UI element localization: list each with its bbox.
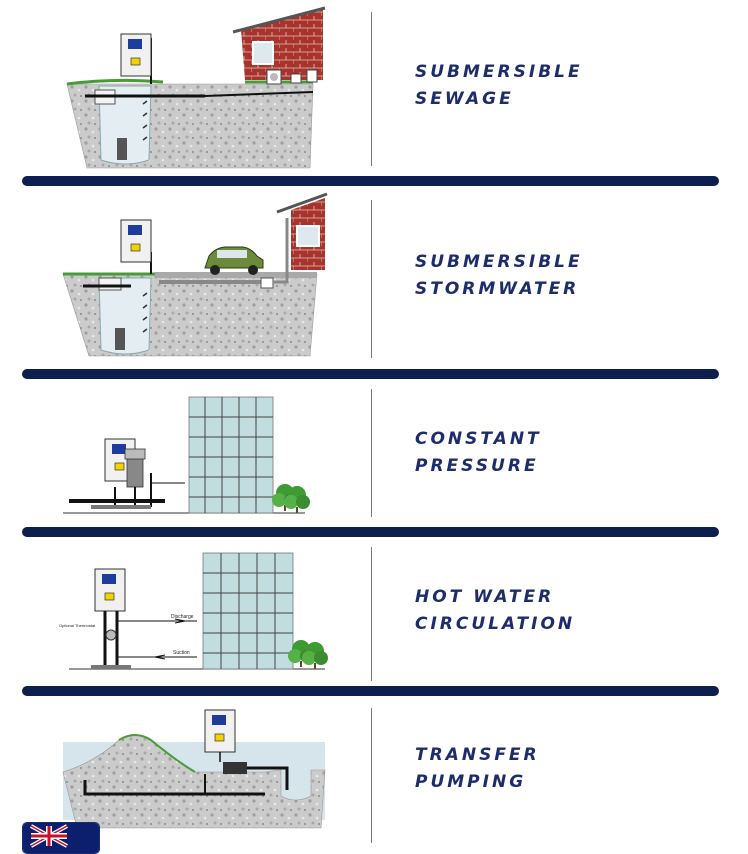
application-row-transfer: TRANSFER PUMPING [0, 700, 748, 843]
application-title: CONSTANT PRESSURE [415, 426, 542, 480]
application-title-line2: CIRCULATION [415, 614, 576, 634]
row-divider-line [371, 547, 372, 681]
application-title-line2: STORMWATER [415, 279, 580, 299]
application-title: TRANSFER PUMPING [415, 742, 540, 796]
application-title-line1: HOT WATER [415, 587, 555, 607]
application-row-sewage: SUBMERSIBLE SEWAGE [0, 0, 748, 175]
application-title: HOT WATER CIRCULATION [415, 584, 575, 638]
sewage-pit-diagram [66, 6, 326, 169]
application-title-line2: SEWAGE [415, 89, 514, 109]
row-divider-line [371, 12, 372, 166]
australian-flag-icon [23, 823, 99, 853]
row-divider-line [371, 389, 372, 517]
application-title-line1: SUBMERSIBLE [415, 62, 583, 82]
application-title-line2: PUMPING [415, 772, 527, 792]
stormwater-pit-diagram [62, 192, 328, 357]
application-row-stormwater: SUBMERSIBLE STORMWATER [0, 190, 748, 365]
section-divider-bar [22, 176, 719, 186]
application-title-line1: TRANSFER [415, 745, 540, 765]
row-divider-line [371, 708, 372, 843]
section-divider-bar [22, 527, 719, 537]
row-divider-line [371, 200, 372, 358]
transfer-pumping-diagram [62, 709, 326, 829]
application-row-hot-water: Discharge Suction Optional Thermostat HO… [0, 541, 748, 686]
application-title-line1: SUBMERSIBLE [415, 252, 583, 272]
application-title-line2: PRESSURE [415, 456, 539, 476]
application-row-constant-pressure: CONSTANT PRESSURE [0, 383, 748, 523]
application-title: SUBMERSIBLE SEWAGE [415, 59, 583, 113]
thermostat-label: Optional Thermostat [59, 623, 96, 628]
discharge-label: Discharge [171, 614, 194, 620]
application-title: SUBMERSIBLE STORMWATER [415, 249, 583, 303]
section-divider-bar [22, 686, 719, 696]
suction-label: Suction [173, 650, 190, 656]
section-divider-bar [22, 369, 719, 379]
application-title-line1: CONSTANT [415, 429, 542, 449]
hot-water-circulation-diagram: Discharge Suction Optional Thermostat [59, 552, 328, 670]
constant-pressure-diagram [63, 396, 310, 514]
australian-flag-badge [22, 822, 100, 854]
